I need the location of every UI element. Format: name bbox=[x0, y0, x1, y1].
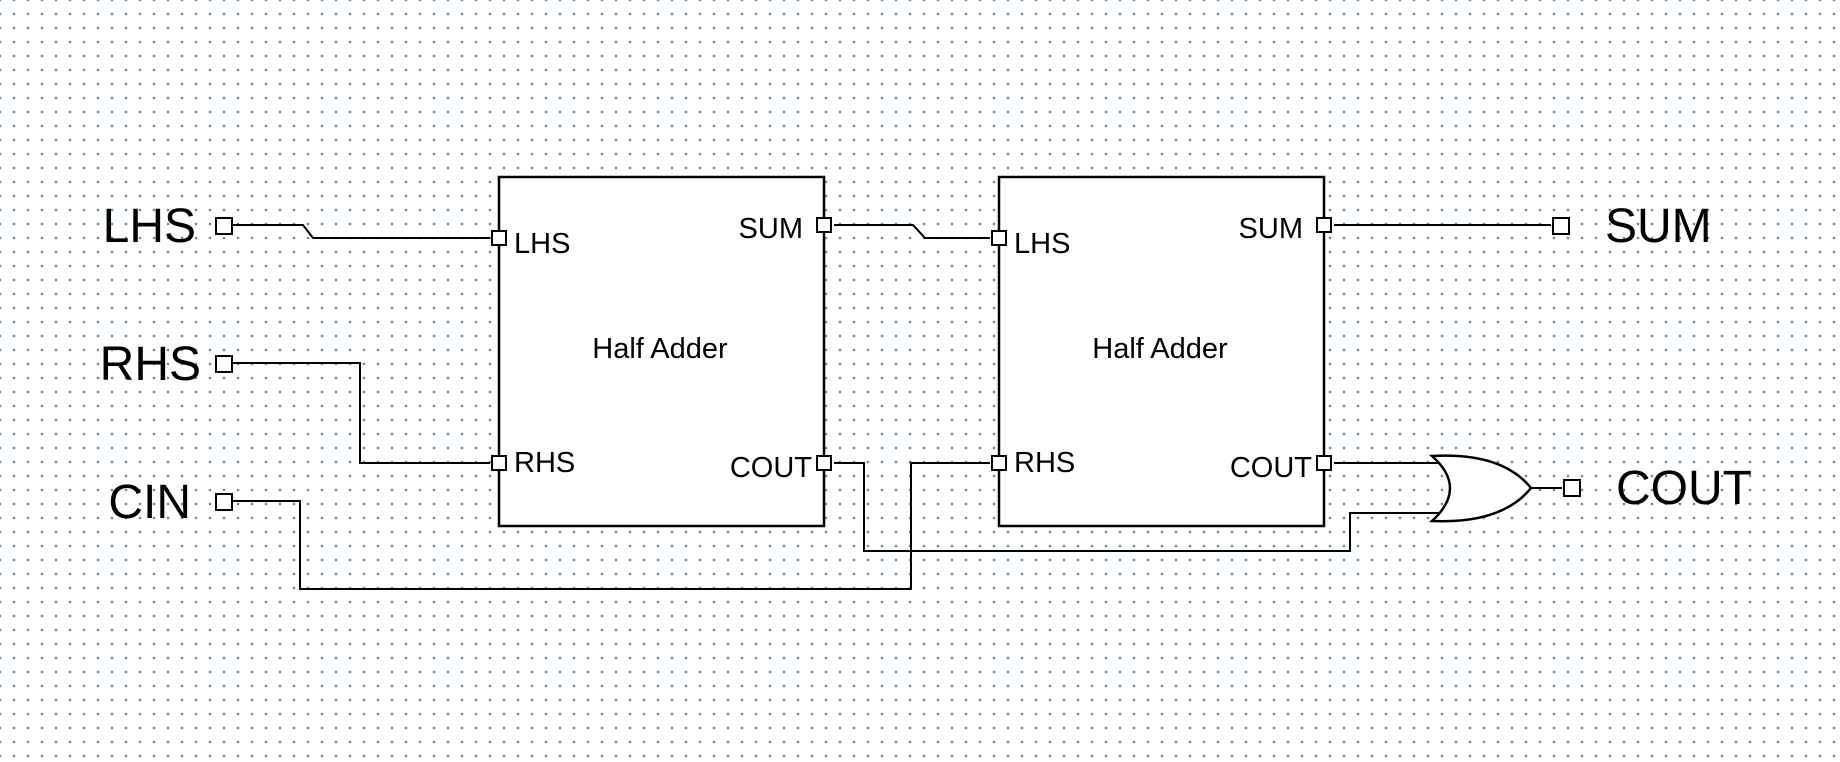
output-cout[interactable]: COUT bbox=[1563, 462, 1752, 515]
wire-ha1-sum-to-ha2[interactable] bbox=[834, 224, 990, 239]
half-adder-1-cout-label: COUT bbox=[730, 452, 812, 484]
half-adder-1-sum-label: SUM bbox=[739, 213, 803, 245]
half-adder-1-cout-port[interactable] bbox=[816, 455, 832, 471]
half-adder-1-rhs-label: RHS bbox=[514, 447, 575, 479]
input-cin-label: CIN bbox=[108, 476, 191, 529]
wire-rhs-to-ha1[interactable] bbox=[233, 362, 490, 464]
half-adder-2-rhs-port[interactable] bbox=[991, 455, 1007, 471]
input-rhs[interactable]: RHS bbox=[100, 338, 233, 391]
wires bbox=[233, 224, 1562, 590]
half-adder-1[interactable]: Half Adder LHS RHS SUM COUT bbox=[491, 175, 832, 528]
output-sum-port[interactable] bbox=[1552, 217, 1570, 235]
output-cout-label: COUT bbox=[1616, 462, 1752, 515]
input-lhs-label: LHS bbox=[103, 200, 196, 253]
wire-cin-to-ha2[interactable] bbox=[233, 462, 990, 590]
input-cin[interactable]: CIN bbox=[108, 476, 233, 529]
input-lhs-port[interactable] bbox=[215, 217, 233, 235]
output-sum-label: SUM bbox=[1605, 200, 1712, 253]
half-adder-1-title: Half Adder bbox=[592, 333, 728, 365]
input-rhs-port[interactable] bbox=[215, 355, 233, 373]
wire-ha1-cout-to-or[interactable] bbox=[834, 462, 1445, 552]
half-adder-2-sum-port[interactable] bbox=[1316, 217, 1332, 233]
half-adder-2-sum-label: SUM bbox=[1239, 213, 1303, 245]
half-adder-1-body[interactable] bbox=[497, 175, 826, 528]
half-adder-2-title: Half Adder bbox=[1092, 333, 1228, 365]
half-adder-2-cout-port[interactable] bbox=[1316, 455, 1332, 471]
half-adder-2-cout-label: COUT bbox=[1230, 452, 1312, 484]
or-gate[interactable] bbox=[1428, 454, 1533, 523]
half-adder-2-rhs-label: RHS bbox=[1014, 447, 1075, 479]
wire-lhs-to-ha1[interactable] bbox=[233, 224, 490, 239]
half-adder-1-rhs-port[interactable] bbox=[491, 455, 507, 471]
output-cout-port[interactable] bbox=[1563, 479, 1581, 497]
input-rhs-label: RHS bbox=[100, 338, 201, 391]
input-cin-port[interactable] bbox=[215, 493, 233, 511]
half-adder-1-lhs-label: LHS bbox=[514, 228, 570, 260]
half-adder-1-lhs-port[interactable] bbox=[491, 230, 507, 246]
output-sum[interactable]: SUM bbox=[1552, 200, 1712, 253]
input-lhs[interactable]: LHS bbox=[103, 200, 233, 253]
half-adder-2-body[interactable] bbox=[997, 175, 1326, 528]
half-adder-2-lhs-label: LHS bbox=[1014, 228, 1070, 260]
half-adder-2[interactable]: Half Adder LHS RHS SUM COUT bbox=[991, 175, 1332, 528]
half-adder-1-sum-port[interactable] bbox=[816, 217, 832, 233]
half-adder-2-lhs-port[interactable] bbox=[991, 230, 1007, 246]
